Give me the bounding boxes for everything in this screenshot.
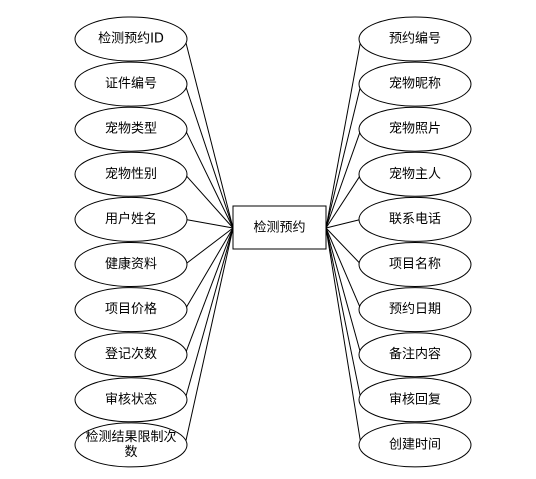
left-connector-10 bbox=[184, 227, 234, 446]
left-attribute-label: 检测预约ID bbox=[98, 32, 164, 47]
right-connector-7 bbox=[325, 227, 362, 310]
right-attribute-label: 创建时间 bbox=[389, 437, 441, 452]
left-connector-4 bbox=[184, 173, 234, 229]
right-attribute-ellipse bbox=[358, 61, 472, 107]
right-attribute-label: 联系电话 bbox=[389, 212, 441, 227]
left-attribute-label: 健康资料 bbox=[105, 256, 157, 272]
left-attribute-ellipse bbox=[74, 16, 188, 62]
right-connector-6 bbox=[325, 227, 362, 265]
left-attribute-label: 审核状态 bbox=[105, 392, 157, 407]
left-attribute-label: 数 bbox=[124, 445, 137, 460]
left-attribute-ellipse bbox=[74, 196, 188, 242]
right-attribute-ellipse bbox=[358, 106, 472, 152]
right-connector-5 bbox=[325, 218, 362, 229]
left-attribute-label: 项目价格 bbox=[105, 301, 157, 317]
right-connector-2 bbox=[325, 83, 362, 229]
left-attribute-label: 登记次数 bbox=[105, 346, 157, 362]
left-attribute-label: 检测结果限制次 bbox=[85, 429, 176, 445]
right-attribute-ellipse bbox=[358, 151, 472, 197]
left-connector-8 bbox=[184, 227, 234, 355]
left-attribute-2: 证件编号 bbox=[74, 61, 188, 107]
right-attribute-ellipse bbox=[358, 242, 472, 287]
right-connector-3 bbox=[325, 129, 362, 229]
right-attribute-label: 预约编号 bbox=[389, 32, 441, 47]
connectors bbox=[184, 38, 362, 446]
right-attribute-3: 宠物照片 bbox=[358, 106, 472, 152]
right-connector-10 bbox=[325, 227, 362, 445]
left-attribute-5: 用户姓名 bbox=[74, 196, 188, 242]
right-attribute-ellipse bbox=[358, 196, 472, 242]
right-attribute-label: 预约日期 bbox=[389, 302, 441, 317]
right-attribute-8: 备注内容 bbox=[358, 332, 472, 378]
right-attribute-1: 预约编号 bbox=[358, 16, 472, 62]
right-attribute-6: 项目名称 bbox=[358, 242, 472, 287]
right-attribute-ellipse bbox=[358, 16, 472, 62]
left-attribute-ellipse bbox=[74, 61, 188, 107]
right-attribute-7: 预约日期 bbox=[358, 287, 472, 333]
left-attribute-label: 证件编号 bbox=[105, 77, 157, 92]
right-attribute-label: 宠物昵称 bbox=[389, 76, 441, 92]
right-attribute-ellipse bbox=[358, 287, 472, 333]
right-connector-1 bbox=[325, 38, 362, 229]
left-attribute-3: 宠物类型 bbox=[74, 106, 188, 152]
left-attribute-1: 检测预约ID bbox=[74, 16, 188, 62]
left-attribute-4: 宠物性别 bbox=[74, 151, 188, 197]
entity-box bbox=[232, 205, 327, 250]
right-attribute-ellipse bbox=[358, 422, 472, 468]
entity-label: 检测预约 bbox=[253, 221, 305, 236]
right-connector-4 bbox=[325, 174, 362, 229]
left-connector-1 bbox=[184, 38, 234, 229]
right-attribute-label: 项目名称 bbox=[389, 256, 441, 272]
right-attribute-4: 宠物主人 bbox=[358, 151, 472, 197]
right-attribute-label: 审核回复 bbox=[389, 392, 441, 407]
left-attribute-ellipse bbox=[74, 242, 188, 287]
left-attribute-ellipse bbox=[74, 151, 188, 197]
left-attribute-7: 项目价格 bbox=[74, 287, 188, 333]
right-attribute-10: 创建时间 bbox=[358, 422, 472, 468]
right-attribute-ellipse bbox=[358, 377, 472, 423]
left-connector-6 bbox=[184, 227, 234, 265]
right-attribute-label: 宠物照片 bbox=[389, 121, 441, 137]
right-attribute-5: 联系电话 bbox=[358, 196, 472, 242]
left-attribute-ellipse bbox=[74, 106, 188, 152]
left-attribute-6: 健康资料 bbox=[74, 242, 188, 287]
left-attribute-label: 宠物性别 bbox=[105, 166, 157, 182]
right-attribute-label: 备注内容 bbox=[389, 346, 441, 362]
left-attribute-8: 登记次数 bbox=[74, 332, 188, 378]
left-connector-7 bbox=[184, 227, 234, 310]
left-attribute-ellipse bbox=[74, 287, 188, 333]
left-connector-5 bbox=[184, 218, 234, 229]
left-attribute-label: 宠物类型 bbox=[105, 121, 157, 137]
left-attribute-ellipse bbox=[74, 332, 188, 378]
left-attribute-label: 用户姓名 bbox=[105, 211, 157, 227]
right-attribute-2: 宠物昵称 bbox=[358, 61, 472, 107]
right-attribute-label: 宠物主人 bbox=[389, 166, 441, 182]
left-connector-9 bbox=[184, 227, 234, 400]
right-connector-8 bbox=[325, 227, 362, 355]
right-attribute-ellipse bbox=[358, 332, 472, 378]
right-attribute-9: 审核回复 bbox=[358, 377, 472, 423]
left-attribute-ellipse bbox=[74, 422, 188, 468]
left-connector-2 bbox=[184, 83, 234, 229]
left-connector-3 bbox=[184, 128, 234, 229]
entity-node: 检测预约 bbox=[232, 205, 327, 250]
left-attribute-ellipse bbox=[74, 377, 188, 423]
right-connector-9 bbox=[325, 227, 362, 400]
left-attributes: 检测预约ID 证件编号宠物类型宠物性别用户姓名健康资料项目价格登记次数审核状态检测… bbox=[74, 16, 188, 468]
left-attribute-9: 审核状态 bbox=[74, 377, 188, 423]
